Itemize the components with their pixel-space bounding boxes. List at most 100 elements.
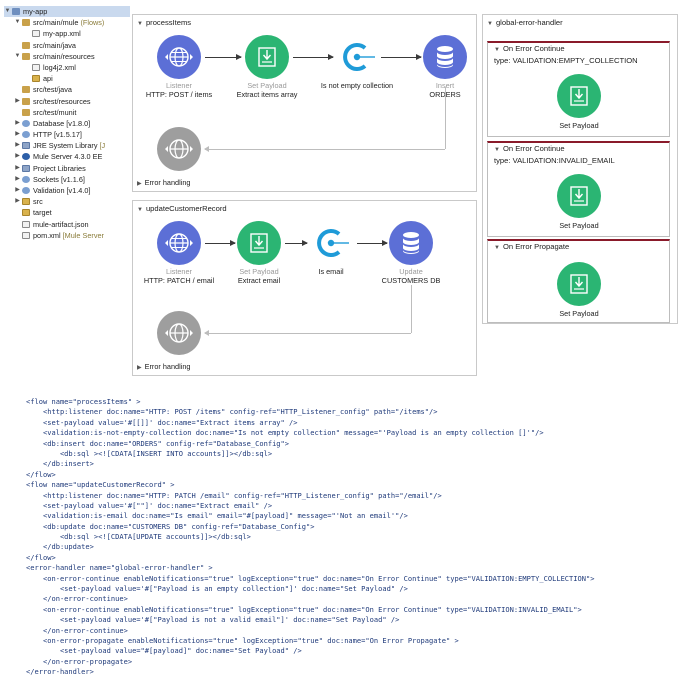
collapse-caret-icon[interactable]: ▼: [487, 21, 493, 27]
tree-item[interactable]: ▶ Mule Server 4.3.0 EE: [4, 151, 130, 162]
pkg-icon: [22, 19, 30, 27]
pkg-icon: [22, 108, 30, 116]
error-handler-title[interactable]: ▼global-error-handler: [487, 18, 563, 27]
collapsed-twisty-icon[interactable]: ▶: [15, 131, 20, 138]
expand-caret-icon[interactable]: ▶: [137, 365, 142, 371]
expanded-twisty-icon[interactable]: ▼: [14, 19, 21, 26]
code-line: <set-payload value="#[payload]" doc:name…: [26, 646, 302, 656]
tree-item[interactable]: my-app.xml: [4, 28, 130, 39]
db-update-component[interactable]: [389, 221, 433, 265]
collapsed-twisty-icon[interactable]: ▶: [15, 97, 20, 104]
error-handling-section[interactable]: ▶Error handling: [137, 178, 190, 187]
tree-item[interactable]: target: [4, 207, 130, 218]
http-listener-component[interactable]: [157, 35, 201, 79]
flow-title[interactable]: ▼processItems: [137, 18, 191, 27]
collapsed-twisty-icon[interactable]: ▶: [15, 153, 20, 160]
response-connector: [445, 87, 446, 149]
collapse-caret-icon[interactable]: ▼: [137, 207, 143, 213]
error-block-type: type: VALIDATION:INVALID_EMAIL: [494, 155, 615, 165]
tree-item[interactable]: ▶Database [v1.8.0]: [4, 118, 130, 129]
tree-item-label: log4j2.xml: [43, 62, 76, 73]
tree-item-label: pom.xml [Mule Server: [33, 230, 104, 241]
tree-item[interactable]: ▶Project Libraries: [4, 163, 130, 174]
tree-item[interactable]: log4j2.xml: [4, 62, 130, 73]
collapsed-twisty-icon[interactable]: ▶: [15, 187, 20, 193]
tree-item[interactable]: ▼my-app: [4, 6, 130, 18]
collapse-caret-icon[interactable]: ▼: [494, 47, 500, 53]
component-type: Insert: [435, 81, 455, 90]
set-payload-component[interactable]: [237, 221, 281, 265]
tree-item-text: my-app.xml: [43, 29, 81, 39]
collapse-caret-icon[interactable]: ▼: [494, 147, 500, 153]
expanded-twisty-icon[interactable]: ▼: [14, 52, 21, 59]
code-line: </on-error-propagate>: [26, 656, 133, 666]
tree-item[interactable]: ▶ HTTP [v1.5.17]: [4, 129, 130, 140]
collapsed-twisty-icon[interactable]: ▶: [15, 198, 20, 205]
globe-icon: [165, 139, 193, 159]
component-label: Is email: [318, 267, 344, 276]
flow-arrow: [293, 54, 334, 60]
response-connector: [411, 285, 412, 333]
validation-component[interactable]: [335, 35, 379, 79]
code-line: <validation:is-email doc:name="Is email"…: [26, 511, 408, 521]
collapsed-twisty-icon[interactable]: ▶: [15, 119, 20, 126]
tree-item[interactable]: src/main/java: [4, 40, 130, 51]
payload-icon: [258, 47, 276, 67]
error-block-title: On Error Propagate: [502, 242, 570, 251]
tree-item[interactable]: ▼src/main/resources: [4, 51, 130, 62]
code-line: </flow>: [26, 552, 56, 562]
on-error-propagate-block[interactable]: ▼On Error Propagate Set Payload: [487, 239, 670, 323]
tree-item-decoration: [Mule Server: [60, 230, 104, 240]
tree-item-label: mule-artifact.json: [33, 219, 89, 230]
set-payload-component[interactable]: [557, 74, 601, 118]
set-payload-component[interactable]: [557, 262, 601, 306]
tree-item[interactable]: ▶Sockets [v1.1.6]: [4, 174, 130, 185]
tree-item[interactable]: ▶ src: [4, 196, 130, 207]
expanded-twisty-icon[interactable]: ▼: [4, 8, 11, 14]
collapsed-twisty-icon[interactable]: ▶: [15, 142, 20, 149]
tree-item-text: Mule Server 4.3.0 EE: [33, 152, 103, 162]
code-line: <db:sql ><![CDATA[INSERT INTO accounts]]…: [26, 448, 273, 458]
tree-item[interactable]: ▶src/test/resources: [4, 96, 130, 107]
pkg-icon: [22, 86, 30, 94]
set-payload-component[interactable]: [557, 174, 601, 218]
code-line: <db:insert doc:name="ORDERS" config-ref=…: [26, 438, 290, 448]
tree-item-text: JRE System Library: [33, 141, 98, 151]
collapsed-twisty-icon[interactable]: ▶: [15, 164, 20, 171]
http-response-component[interactable]: [157, 127, 201, 171]
tree-item[interactable]: mule-artifact.json: [4, 219, 130, 230]
http-response-component[interactable]: [157, 311, 201, 355]
tree-item-text: pom.xml: [33, 230, 61, 240]
component-label: Is not empty collection: [320, 81, 394, 90]
collapse-caret-icon[interactable]: ▼: [494, 245, 500, 251]
collapse-caret-icon[interactable]: ▼: [137, 21, 143, 27]
tree-item-text: api: [43, 74, 53, 84]
tree-item[interactable]: ▶JRE System Library [J: [4, 140, 130, 151]
flow-process-items: ▼processItems Listener HTTP: POST / item…: [132, 14, 477, 192]
code-line: </on-error-continue>: [26, 594, 128, 604]
flow-arrow: [381, 54, 422, 60]
set-payload-caption: Set Payload: [534, 121, 624, 130]
flow-title[interactable]: ▼updateCustomerRecord: [137, 204, 227, 213]
component-label: Set Payload: [559, 221, 599, 230]
component-label: CUSTOMERS DB: [381, 276, 441, 285]
error-handling-section[interactable]: ▶Error handling: [137, 362, 190, 371]
validation-component[interactable]: [309, 221, 353, 265]
db-insert-component[interactable]: [423, 35, 467, 79]
tree-item[interactable]: src/test/munit: [4, 107, 130, 118]
expand-caret-icon[interactable]: ▶: [137, 181, 142, 187]
tree-item[interactable]: ▼src/main/mule (Flows): [4, 17, 130, 28]
collapsed-twisty-icon[interactable]: ▶: [15, 175, 20, 182]
tree-item[interactable]: src/test/java: [4, 84, 130, 95]
http-listener-component[interactable]: [157, 221, 201, 265]
tree-item[interactable]: api: [4, 73, 130, 84]
tree-item-text: HTTP [v1.5.17]: [33, 130, 82, 140]
tree-item-text: src: [33, 197, 43, 207]
set-payload-component[interactable]: [245, 35, 289, 79]
tree-item[interactable]: ▶Validation [v1.4.0]: [4, 185, 130, 196]
code-line: <http:listener doc:name="HTTP: POST /ite…: [26, 407, 438, 417]
tree-item[interactable]: pom.xml [Mule Server: [4, 230, 130, 241]
